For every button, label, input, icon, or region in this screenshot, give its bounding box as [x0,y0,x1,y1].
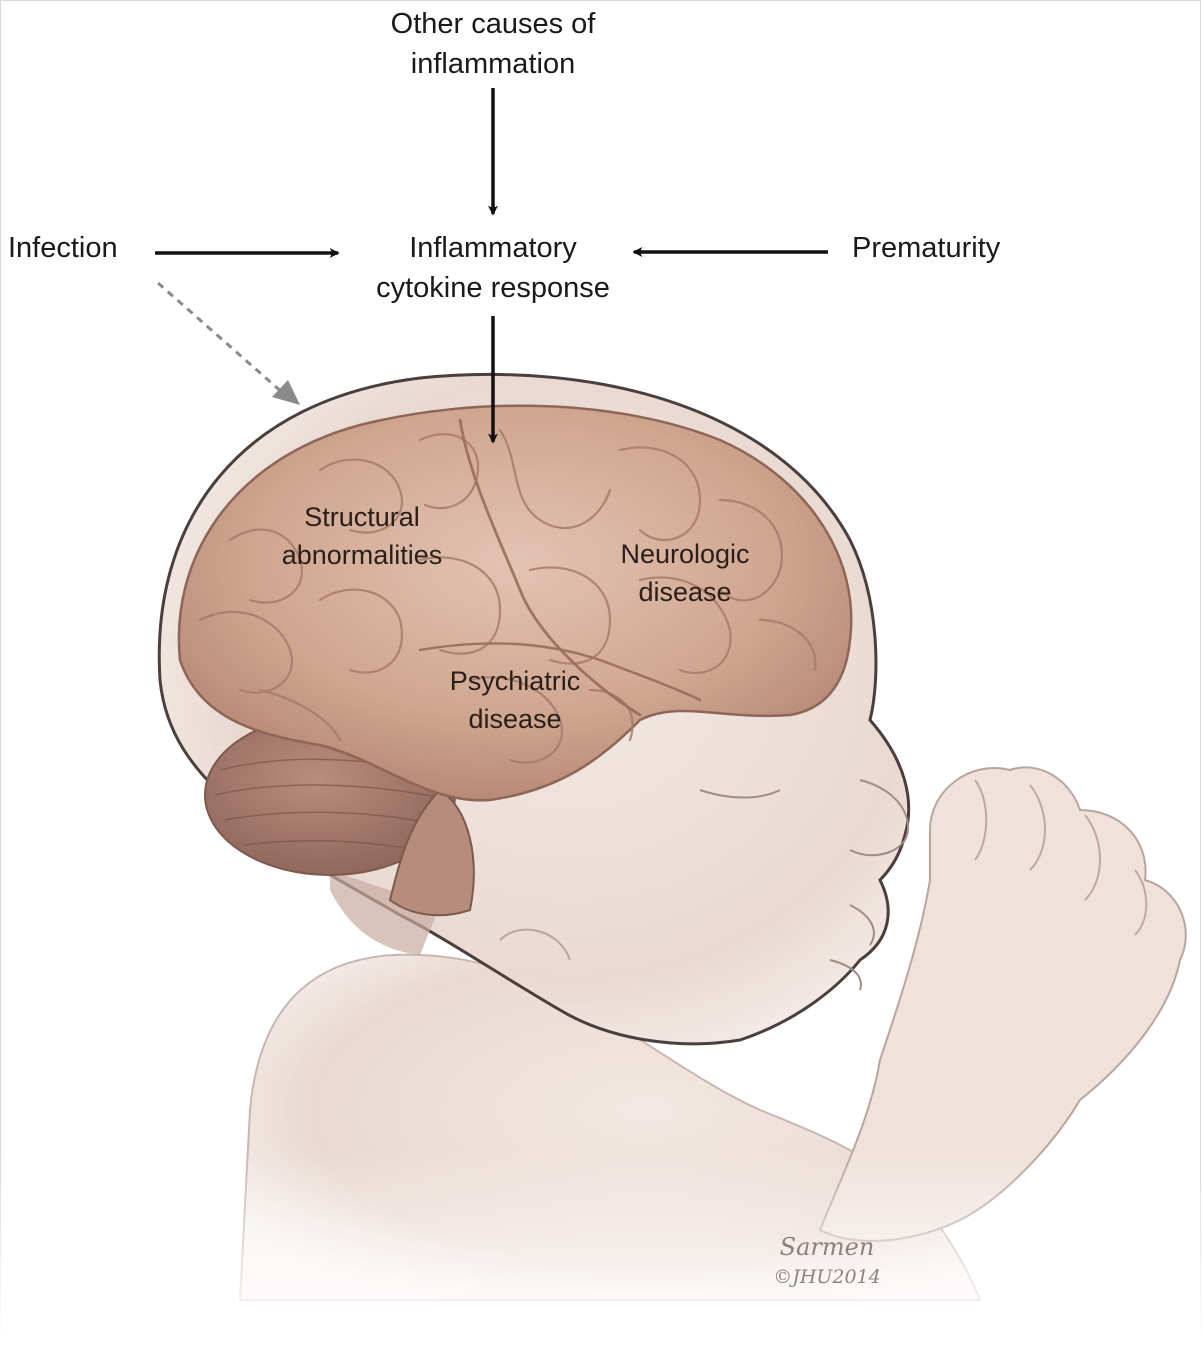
label-structural-abnormalities: Structural abnormalities [247,498,477,574]
artist-signature: Sarmen ©JHU2014 [742,1232,912,1292]
label-neurologic-disease: Neurologic disease [590,535,780,611]
signature-copyright: ©JHU2014 [742,1262,912,1292]
label-prematurity: Prematurity [852,228,1000,268]
label-infection: Infection [8,228,118,268]
label-cytokine-response: Inflammatory cytokine response [343,228,643,308]
label-psychiatric-disease: Psychiatric disease [425,662,605,738]
label-other-causes: Other causes of inflammation [343,4,643,84]
dashed-arrow-head [272,380,300,405]
dashed-arrow-infection-to-head [158,283,284,394]
signature-name: Sarmen [742,1232,912,1262]
